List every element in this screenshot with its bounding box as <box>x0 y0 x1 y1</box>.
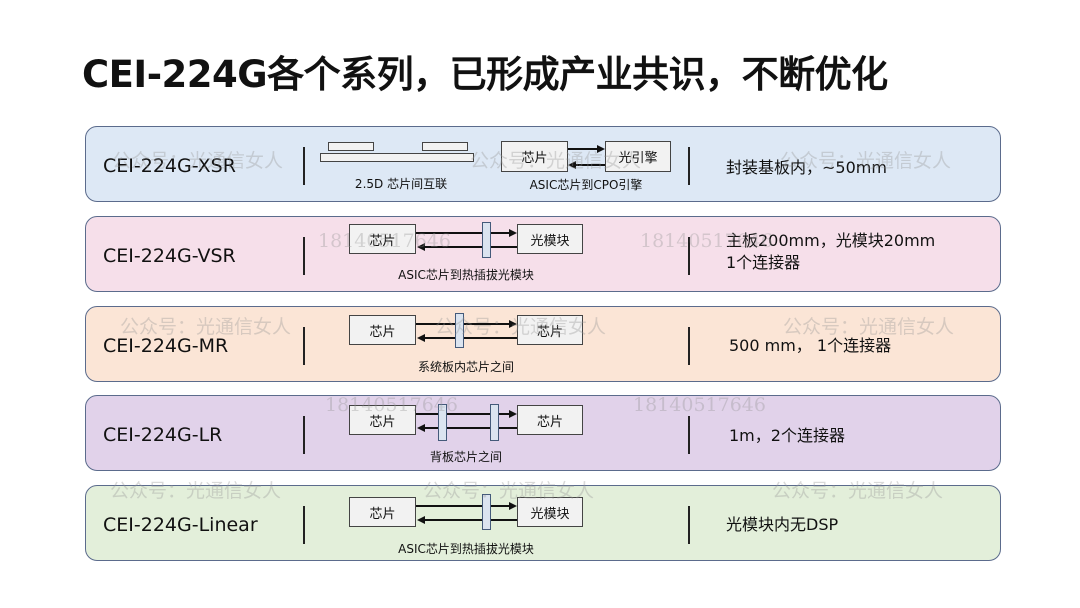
chip-box: 芯片 <box>349 224 416 254</box>
arrow-line <box>424 337 517 339</box>
divider <box>303 237 305 275</box>
series-desc: 光模块内无DSP <box>726 515 839 534</box>
connector <box>455 313 464 348</box>
connector <box>438 404 447 441</box>
divider <box>688 327 690 365</box>
arrow-right-icon <box>509 320 517 328</box>
chip-box: 芯片 <box>501 141 568 172</box>
arrow-left-icon <box>568 161 576 169</box>
row-vsr: CEI-224G-VSR 主板200mm，光模块20mm 1个连接器 <box>85 216 1001 292</box>
divider <box>688 416 690 454</box>
divider <box>303 327 305 365</box>
die-chiplet <box>422 142 468 151</box>
divider <box>688 506 690 544</box>
arrow-right-icon <box>509 410 517 418</box>
arrow-line <box>575 164 605 166</box>
divider <box>688 147 690 185</box>
connector <box>482 494 491 530</box>
arrow-line <box>416 413 510 415</box>
divider <box>303 416 305 454</box>
arrow-line <box>416 232 510 234</box>
arrow-left-icon <box>417 424 425 432</box>
die-chiplet <box>328 142 374 151</box>
chip-box: 芯片 <box>517 315 583 345</box>
series-name: CEI-224G-Linear <box>103 514 258 536</box>
diagram-caption: 2.5D 芯片间互联 <box>354 177 448 191</box>
optical-engine-box: 光引擎 <box>605 141 671 172</box>
row-xsr: CEI-224G-XSR 封装基板内，~50mm <box>85 126 1001 202</box>
arrow-left-icon <box>417 516 425 524</box>
arrow-line <box>424 519 517 521</box>
divider <box>303 506 305 544</box>
series-name: CEI-224G-MR <box>103 335 229 357</box>
arrow-left-icon <box>417 243 425 251</box>
arrow-right-icon <box>509 502 517 510</box>
diagram-caption: 背板芯片之间 <box>429 450 503 464</box>
connector <box>490 404 499 441</box>
interposer <box>320 153 474 162</box>
arrow-left-icon <box>417 334 425 342</box>
series-desc: 1个连接器 <box>726 253 801 272</box>
series-desc: 主板200mm，光模块20mm <box>726 231 936 250</box>
optical-module-box: 光模块 <box>517 224 583 254</box>
chip-box: 芯片 <box>517 405 583 435</box>
arrow-right-icon <box>509 229 517 237</box>
optical-module-box: 光模块 <box>517 497 583 527</box>
arrow-line <box>416 505 510 507</box>
series-desc: 500 mm， 1个连接器 <box>729 336 892 355</box>
series-desc: 封装基板内，~50mm <box>726 158 887 177</box>
arrow-line <box>568 148 598 150</box>
divider <box>688 237 690 275</box>
chip-box: 芯片 <box>349 315 416 345</box>
series-name: CEI-224G-XSR <box>103 155 236 177</box>
diagram-caption: ASIC芯片到热插拔光模块 <box>398 268 534 282</box>
diagram-caption: ASIC芯片到热插拔光模块 <box>398 542 534 556</box>
arrow-right-icon <box>597 145 605 153</box>
chip-box: 芯片 <box>349 497 416 527</box>
arrow-line <box>424 427 517 429</box>
series-name: CEI-224G-LR <box>103 424 223 446</box>
arrow-line <box>424 246 517 248</box>
series-desc: 1m，2个连接器 <box>729 426 845 445</box>
connector <box>482 222 491 258</box>
page-title: CEI-224G各个系列，已形成产业共识，不断优化 <box>82 53 888 96</box>
diagram-caption: 系统板内芯片之间 <box>417 360 515 374</box>
diagram-caption: ASIC芯片到CPO引擎 <box>529 178 643 192</box>
divider <box>303 147 305 185</box>
chip-box: 芯片 <box>349 405 416 435</box>
series-name: CEI-224G-VSR <box>103 245 236 267</box>
